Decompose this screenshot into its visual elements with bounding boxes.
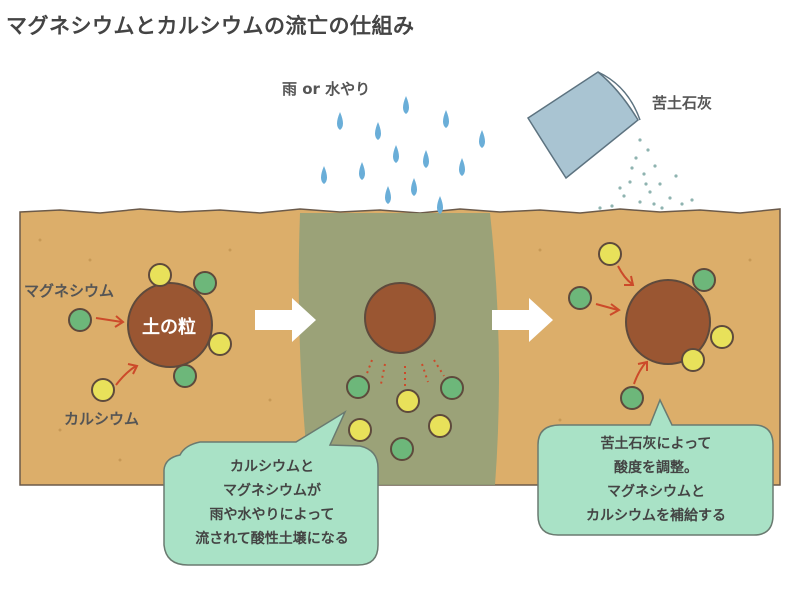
bubble-right-line: マグネシウムと [607, 484, 705, 500]
raindrop [403, 96, 409, 114]
arrow-icon [617, 265, 633, 285]
bubble-left-line: 雨や水やりによって [209, 507, 335, 523]
right-arrow-icon [492, 298, 553, 342]
raindrop [359, 162, 365, 180]
magnesium-particle [148, 263, 172, 287]
raindrop [423, 150, 429, 168]
calcium-particle [91, 378, 115, 402]
magnesium-particle [193, 271, 217, 295]
bubble-right-line: 酸度を調整。 [614, 460, 698, 476]
calcium-particle [681, 348, 705, 372]
attach-arrows [95, 315, 139, 386]
raindrop [393, 145, 399, 163]
calcium-particle [348, 418, 372, 442]
arrow-icon [595, 303, 619, 311]
magnesium-label: マグネシウム [24, 282, 115, 300]
calcium-label: カルシウム [64, 410, 140, 428]
magnesium-particle [173, 364, 197, 388]
calcium-particle [396, 389, 420, 413]
raindrop [411, 178, 417, 196]
raindrop [337, 112, 343, 130]
soil-grain [127, 282, 213, 368]
lime-powder [598, 138, 694, 210]
magnesium-particle [620, 386, 644, 410]
bubble-left-line: カルシウムと [230, 459, 314, 475]
raindrop [459, 158, 465, 176]
bubble-left-line: 流されて酸性土壌になる [195, 531, 349, 547]
arrow-icon [115, 365, 137, 386]
diagram-title: マグネシウムとカルシウムの流亡の仕組み [6, 14, 415, 38]
speech-bubble-right [537, 398, 774, 536]
magnesium-particle [692, 268, 716, 292]
rain-label: 雨 or 水やり [282, 80, 371, 98]
calcium-particle [598, 242, 622, 266]
bubble-right-line: 苦土石灰によって [600, 436, 712, 452]
magnesium-particle [346, 375, 370, 399]
supply-arrows [595, 265, 648, 385]
soil-grain [364, 282, 436, 354]
soil-grain [625, 279, 711, 365]
bubble-left-line: マグネシウムが [223, 483, 321, 499]
calcium-particle [710, 325, 734, 349]
bubble-right-line: カルシウムを補給する [586, 508, 726, 524]
raindrop [375, 122, 381, 140]
calcium-particle [208, 332, 232, 356]
lime-label: 苦土石灰 [652, 94, 713, 112]
raindrop [479, 130, 485, 148]
magnesium-particle [568, 286, 592, 310]
right-arrow-icon [255, 298, 316, 342]
rain-drops [321, 96, 485, 214]
raindrop [437, 196, 443, 214]
speech-bubble-left [163, 410, 379, 566]
raindrop [385, 186, 391, 204]
magnesium-particle [440, 376, 464, 400]
bubble-right-text: 苦土石灰によって 酸度を調整。 マグネシウムと カルシウムを補給する [548, 432, 764, 528]
calcium-particle [428, 414, 452, 438]
soil-grain-label: 土の粒 [142, 317, 196, 338]
arrow-icon [633, 361, 647, 385]
arrow-icon [95, 317, 123, 323]
magnesium-particle [390, 437, 414, 461]
bubble-left-text: カルシウムと マグネシウムが 雨や水やりによって 流されて酸性土壌になる [172, 455, 372, 551]
magnesium-particle [68, 308, 92, 332]
raindrop [443, 110, 449, 128]
raindrop [321, 166, 327, 184]
lime-bag-icon [526, 71, 641, 180]
